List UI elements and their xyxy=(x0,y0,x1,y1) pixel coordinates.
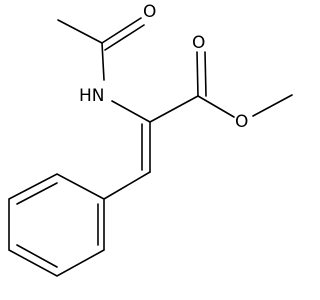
bond-ester-o xyxy=(197,95,235,118)
bond-ester-co-b xyxy=(204,51,207,97)
amide-nitrogen-label: HN xyxy=(79,86,105,106)
bond-ester-co-a xyxy=(196,51,199,97)
bond-methyl-acetyl xyxy=(57,19,103,44)
bond-acetyl-n xyxy=(101,42,105,81)
bond-alpha-ester xyxy=(149,95,199,123)
bond-acetyl-co-b xyxy=(104,24,145,51)
bond-vinyl-phenyl xyxy=(103,171,151,200)
bond-o-methyl xyxy=(252,94,293,117)
ester-ether-oxygen-label: O xyxy=(235,112,248,132)
ester-carbonyl-oxygen-label: O xyxy=(192,33,205,53)
phenyl-double-bond-2 xyxy=(16,182,58,205)
structure-canvas: O HN O O xyxy=(8,2,293,277)
bond-n-alpha xyxy=(111,100,151,123)
phenyl-ring xyxy=(8,173,105,277)
bond-acetyl-co-a xyxy=(101,17,142,44)
phenyl-double-bond-3 xyxy=(16,244,58,268)
acetyl-oxygen-label: O xyxy=(143,2,156,22)
molecule-drawing: O HN O O xyxy=(8,2,293,277)
